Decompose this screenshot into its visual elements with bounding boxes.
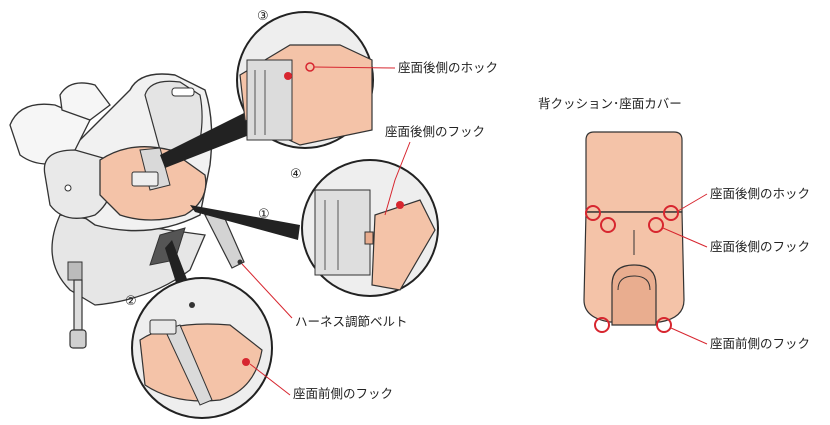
cover-label-rear-hook2: 座面後側のフック <box>710 239 810 254</box>
label-front-hook-bottom: 座面前側のフック <box>293 386 393 401</box>
cover-label-front-hook: 座面前側のフック <box>710 336 810 351</box>
marker-1: ① <box>258 207 270 222</box>
marker-4: ④ <box>290 167 302 182</box>
car-seat-illustration <box>9 73 245 349</box>
cover-label-rear-hook: 座面後側のホック <box>710 186 810 201</box>
marker-3: ③ <box>257 9 269 24</box>
harness-belt-leader <box>241 263 293 319</box>
cover-title: 背クッション･座面カバー <box>538 96 682 111</box>
label-rear-hook2-top: 座面後側のフック <box>385 124 485 139</box>
cover-diagram <box>583 131 708 345</box>
label-harness-belt: ハーネス調節ベルト <box>295 314 408 329</box>
detail-circle-4 <box>301 141 439 297</box>
detail-circle-3 <box>236 11 396 149</box>
label-rear-hook-top: 座面後側のホック <box>398 60 498 75</box>
marker-2: ② <box>125 294 137 309</box>
detail-circle-2 <box>131 277 291 419</box>
